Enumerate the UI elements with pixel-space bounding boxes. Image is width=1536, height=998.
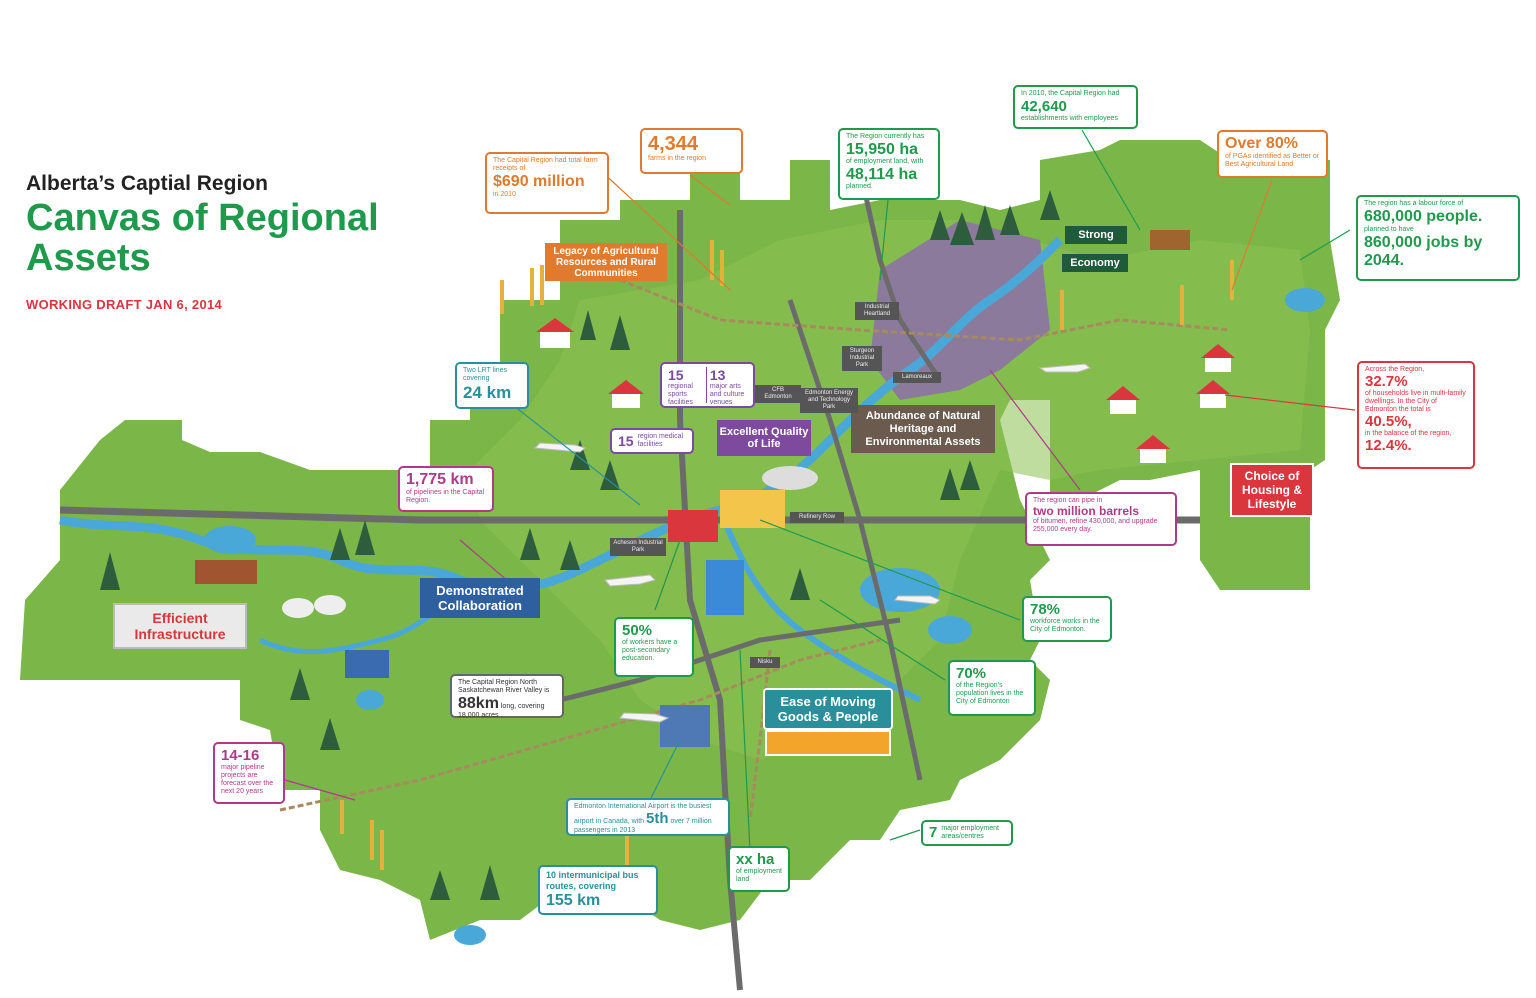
- sports-facilities: 15 regional sports facilities: [668, 367, 693, 406]
- draft-label: WORKING DRAFT JAN 6, 2014: [26, 297, 223, 312]
- river-branch: [717, 508, 922, 703]
- highway: [857, 169, 943, 382]
- callout-barrels: The region can pipe in two million barre…: [1025, 492, 1177, 546]
- callout-medical: 15 region medical facilities: [610, 428, 694, 454]
- trees: [100, 190, 1060, 900]
- callout-farms: 4,344 farms in the region: [640, 128, 743, 174]
- railway: [619, 278, 1231, 342]
- sign-collaboration: Demonstrated Collaboration: [420, 578, 540, 618]
- callout-pipeline-projects: 14-16 major pipeline projects are foreca…: [213, 742, 285, 804]
- sign-quality-of-life: Excellent Quality of Life: [717, 420, 811, 456]
- callout-bus-routes: 10 intermunicipal bus routes, covering 1…: [538, 865, 658, 915]
- industrial-plants: [195, 230, 1190, 678]
- callout-pga: Over 80% of PGAs identified as Better or…: [1217, 130, 1328, 178]
- callout-housing-stats: Across the Region, 32.7% of households l…: [1357, 361, 1475, 469]
- callout-xx-ha: xx ha of employment land: [728, 846, 790, 892]
- callout-airport: Edmonton International Airport is the bu…: [566, 798, 730, 836]
- industrial-heartland-zone: [870, 220, 1050, 400]
- callout-employment-areas: 7 major employment areas/centres: [921, 820, 1013, 846]
- sign-natural-heritage: Abundance of Natural Heritage and Enviro…: [851, 405, 995, 453]
- callout-workforce: 78% workforce works in the City of Edmon…: [1022, 596, 1112, 642]
- subtitle: Alberta’s Captial Region: [26, 172, 268, 195]
- place-energy-tech-park: Edmonton Energy and Technology Park: [800, 388, 858, 413]
- callout-sports-arts: 15 regional sports facilities 13 major a…: [660, 362, 755, 408]
- sign-strong: Strong: [1065, 226, 1127, 244]
- sign-agricultural-legacy: Legacy of Agricultural Resources and Rur…: [545, 243, 667, 281]
- place-cfb-edmonton: CFB Edmonton: [755, 385, 801, 403]
- highway: [787, 299, 923, 781]
- lake: [454, 925, 486, 945]
- callout-employment-land: The Region currently has 15,950 ha of em…: [838, 128, 940, 200]
- airplanes: [533, 363, 1092, 723]
- callout-postsecondary: 50% of workers have a post-secondary edu…: [614, 617, 694, 677]
- sign-infrastructure: Efficient Infrastructure: [113, 603, 247, 649]
- railway: [279, 638, 881, 812]
- callout-population: 70% of the Region's population lives in …: [948, 660, 1036, 716]
- callout-river-valley: The Capital Region North Saskatchewan Ri…: [450, 674, 564, 719]
- houses: [536, 318, 1235, 463]
- lake: [1285, 288, 1325, 312]
- place-sturgeon-industrial-park: Sturgeon Industrial Park: [842, 346, 882, 371]
- place-acheson-industrial-park: Acheson Industrial Park: [610, 538, 666, 556]
- sign-housing: Choice of Housing & Lifestyle: [1230, 463, 1314, 517]
- lake: [928, 616, 972, 644]
- callout-labour-force: The region has a labour force of 680,000…: [1356, 195, 1520, 281]
- place-nisku: Nisku: [750, 657, 780, 668]
- place-refinery-row: Refinery Row: [790, 512, 844, 523]
- arts-venues: 13 major arts and culture venues: [705, 367, 747, 406]
- leader-lines: [284, 129, 1356, 851]
- callout-farm-receipts: The Capital Region had total farm receip…: [485, 152, 609, 214]
- wheat: [340, 240, 1234, 870]
- railway: [748, 649, 772, 821]
- lake: [204, 526, 256, 554]
- sign-moving-goods: Ease of Moving Goods & People: [763, 688, 893, 730]
- downtown: [660, 466, 818, 747]
- lake: [356, 690, 384, 710]
- sign-moving-arrows: [765, 730, 891, 756]
- sign-economy: Economy: [1062, 254, 1128, 272]
- callout-lrt: Two LRT lines covering 24 km: [455, 362, 529, 409]
- place-industrial-heartland: Industrial Heartland: [855, 302, 899, 320]
- highway: [519, 617, 901, 713]
- callout-establishments: In 2010, the Capital Region had 42,640 e…: [1013, 85, 1138, 129]
- callout-pipelines: 1,775 km of pipelines in the Capital Reg…: [398, 466, 494, 512]
- page-title: Canvas of Regional Assets: [26, 197, 379, 279]
- place-lamoreaux: Lamoreaux: [893, 372, 941, 383]
